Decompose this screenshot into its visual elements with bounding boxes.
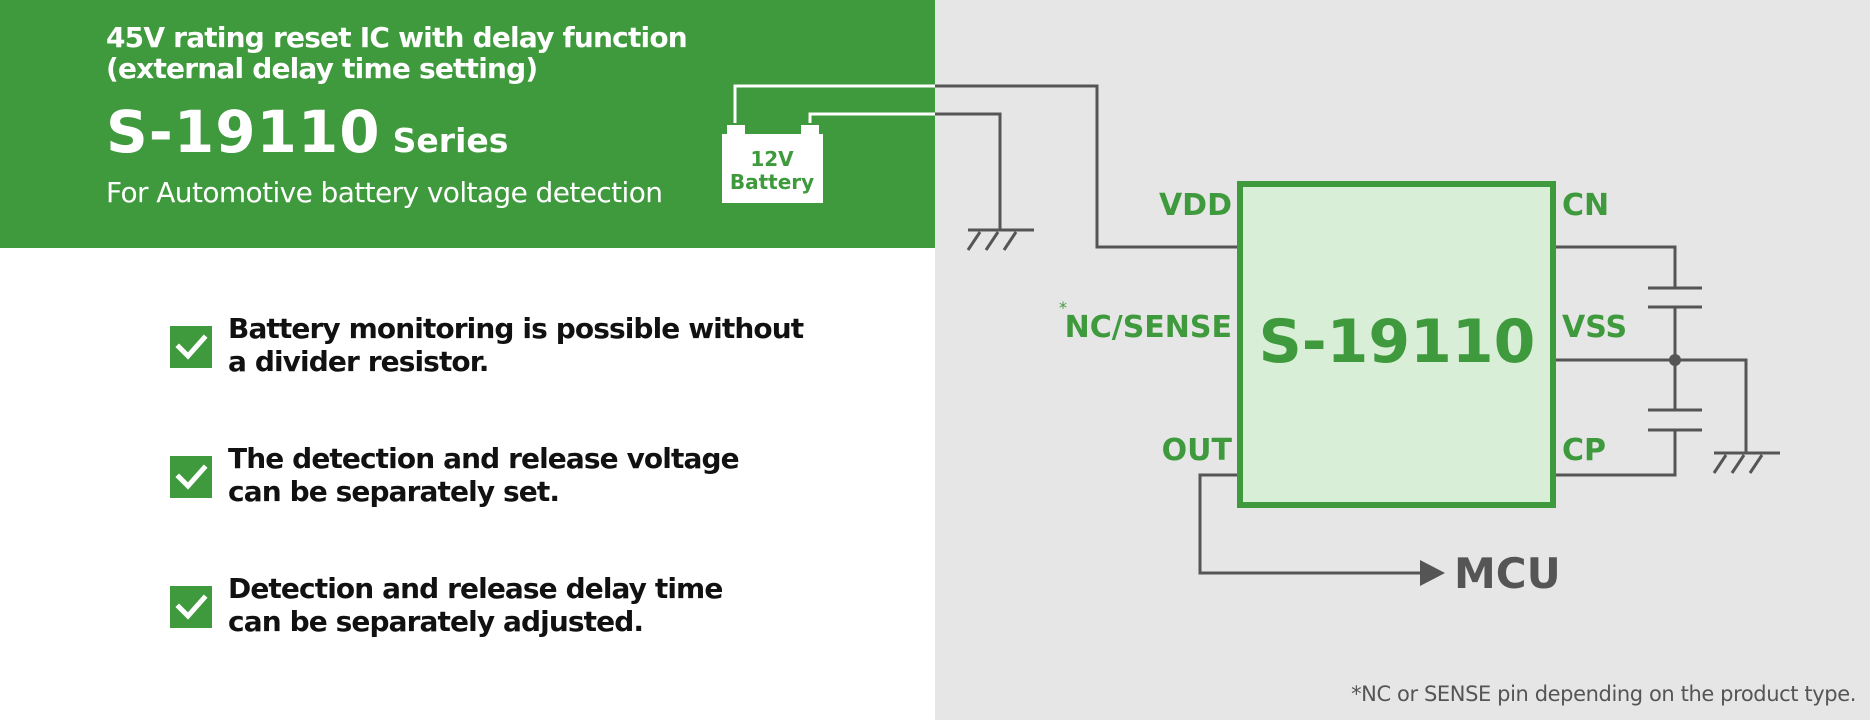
feature-text: Battery monitoring is possible without a… (228, 312, 868, 378)
checkmark-icon (170, 456, 212, 498)
feature-line-1: Detection and release delay time (228, 572, 723, 605)
pin-cp-label: CP (1562, 433, 1606, 468)
pin-footnote-mark: * (1059, 298, 1067, 317)
ground-symbol-left (966, 228, 1034, 251)
feature-item: Detection and release delay time can be … (170, 572, 870, 642)
chip-label: S-19110 (1259, 307, 1536, 377)
junction-dot (1669, 354, 1681, 366)
feature-line-1: Battery monitoring is possible without (228, 312, 804, 345)
capacitor-top (1648, 286, 1702, 309)
capacitor-bottom (1648, 408, 1702, 432)
battery-icon: 12V Battery (722, 123, 823, 203)
ground-symbol-right (1712, 451, 1780, 474)
header-band: 45V rating reset IC with delay function … (0, 0, 935, 248)
feature-line-2: can be separately adjusted. (228, 605, 644, 638)
pin-vdd-label: VDD (1159, 188, 1232, 223)
feature-line-2: can be separately set. (228, 475, 560, 508)
feature-text: Detection and release delay time can be … (228, 572, 868, 638)
cp-wire (1555, 430, 1677, 477)
feature-item: Battery monitoring is possible without a… (170, 312, 870, 382)
feature-text: The detection and release voltage can be… (228, 442, 868, 508)
subtitle-line-2: (external delay time setting) (106, 52, 538, 85)
pin-nc-sense-label: NC/SENSE (1065, 310, 1232, 345)
battery-voltage: 12V (750, 147, 794, 171)
subtitle-line-1: 45V rating reset IC with delay function (106, 21, 688, 54)
vss-wire (1555, 358, 1748, 453)
feature-line-2: a divider resistor. (228, 345, 489, 378)
checkmark-icon (170, 586, 212, 628)
feature-item: The detection and release voltage can be… (170, 442, 870, 512)
model-name: S-19110 (106, 98, 381, 166)
pin-cn-label: CN (1562, 188, 1609, 223)
footnote: *NC or SENSE pin depending on the produc… (1351, 682, 1856, 706)
pin-out-label: OUT (1162, 433, 1233, 468)
series-title: S-19110 Series (106, 98, 508, 166)
tagline: For Automotive battery voltage detection (106, 176, 663, 209)
pin-vss-label: VSS (1562, 310, 1627, 345)
checkmark-icon (170, 326, 212, 368)
battery-negative-wire (808, 112, 1002, 230)
feature-line-1: The detection and release voltage (228, 442, 740, 475)
cn-wire (1555, 245, 1677, 288)
out-wire (1198, 473, 1420, 575)
battery-positive-wire (733, 84, 1238, 249)
battery-label: Battery (730, 170, 814, 194)
ic-chip (1237, 181, 1556, 508)
product-subtitle: 45V rating reset IC with delay function … (106, 21, 688, 85)
series-suffix: Series (392, 121, 509, 160)
mcu-label: MCU (1454, 549, 1561, 598)
arrow-right-icon (1420, 560, 1445, 586)
